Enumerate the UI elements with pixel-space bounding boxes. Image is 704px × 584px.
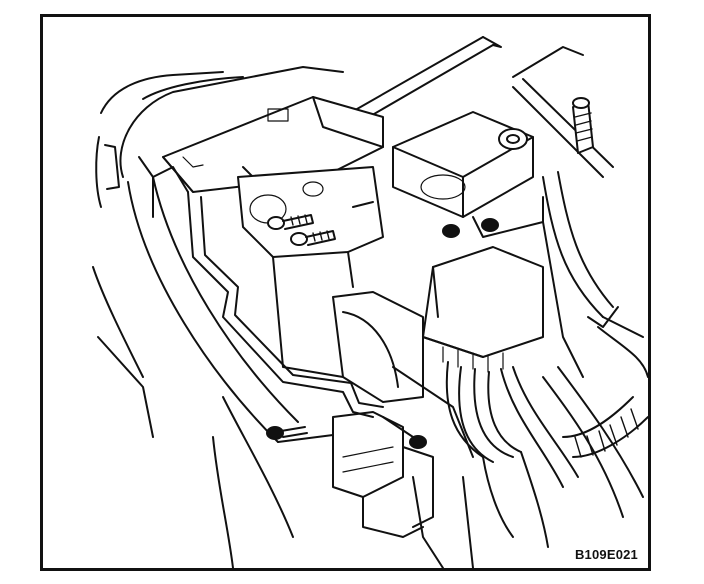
bolt-upper-3 bbox=[442, 218, 499, 238]
bolt-top-right bbox=[572, 97, 594, 154]
connector-block bbox=[392, 111, 544, 238]
figure-code-label: B109E021 bbox=[574, 547, 638, 562]
upper-brace bbox=[342, 36, 614, 178]
right-frame bbox=[542, 171, 644, 378]
center-bracket bbox=[237, 166, 384, 378]
instrument-panel-illustration bbox=[92, 36, 648, 568]
diagram-frame: B109E021 bbox=[40, 14, 651, 571]
wire-harness bbox=[445, 361, 644, 548]
bolt-lower-left bbox=[266, 426, 308, 440]
lower-duct bbox=[332, 291, 474, 568]
lower-bracket bbox=[332, 411, 434, 538]
curved-trim-panel bbox=[127, 166, 384, 443]
bolt-upper-2 bbox=[290, 230, 336, 246]
bolt-lower-center bbox=[382, 416, 427, 449]
bolt-upper-1 bbox=[267, 214, 314, 230]
corrugated-conduit bbox=[562, 306, 648, 458]
harness-connector bbox=[422, 246, 544, 373]
